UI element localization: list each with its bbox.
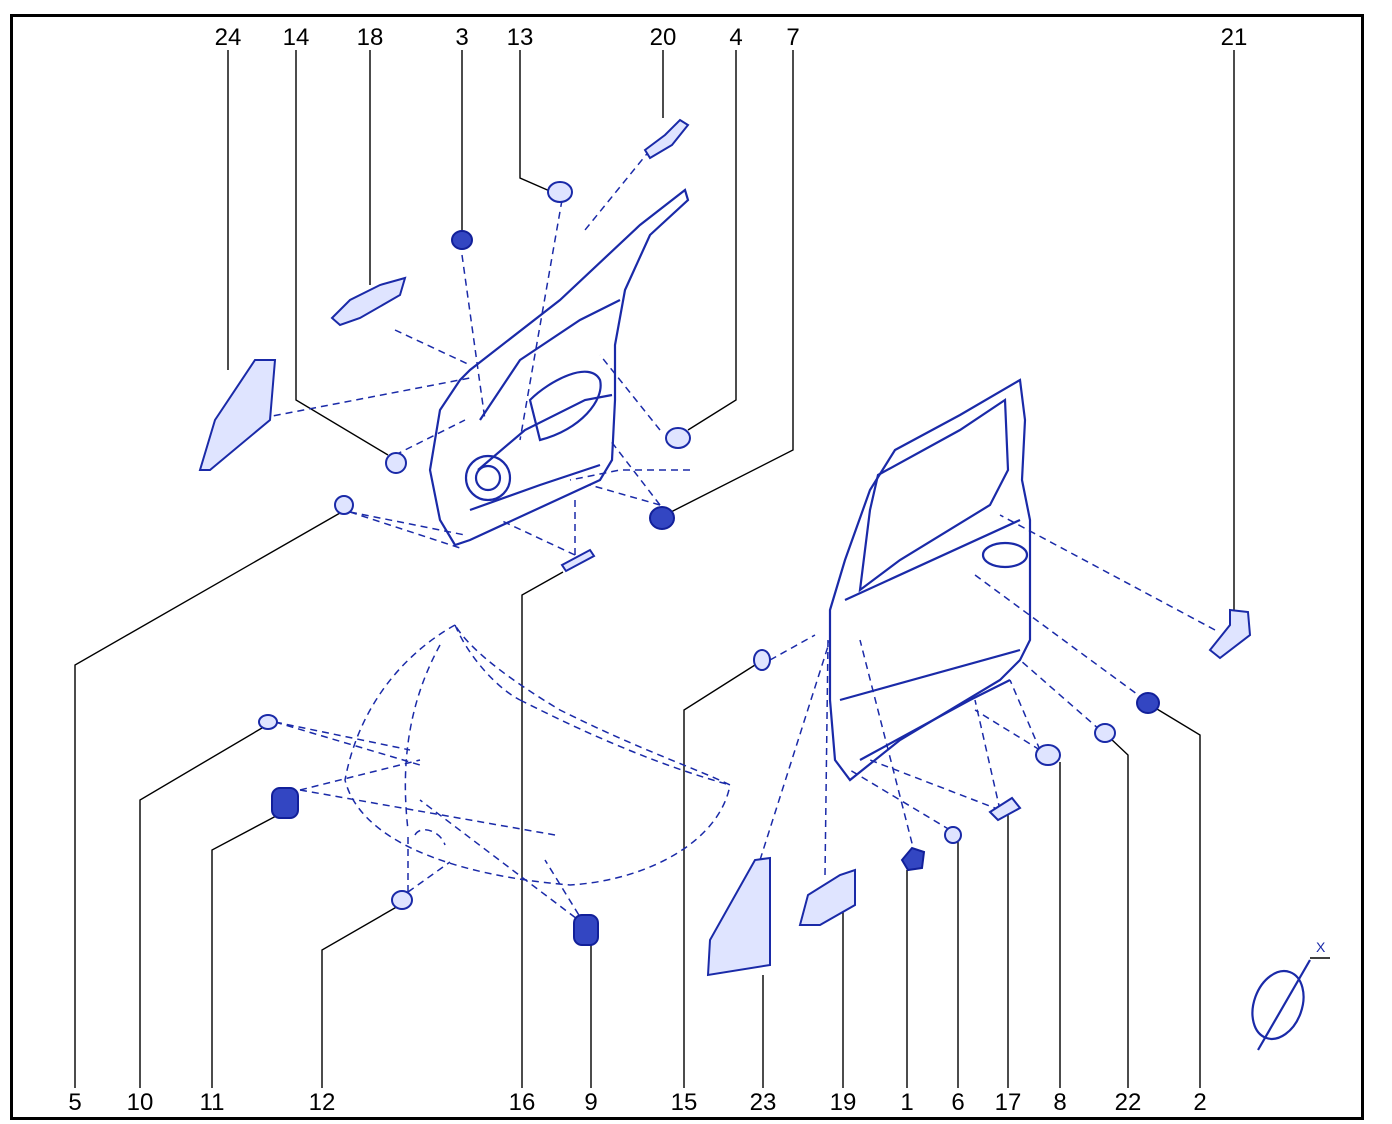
parts xyxy=(198,118,1252,977)
callout-13: 13 xyxy=(507,24,534,51)
callout-19: 19 xyxy=(830,1089,857,1116)
top-leader-lines xyxy=(227,50,1235,615)
top-callouts: 24 14 18 3 13 20 4 7 21 xyxy=(215,24,1248,51)
callout-21: 21 xyxy=(1221,24,1248,51)
callout-9: 9 xyxy=(584,1089,597,1116)
callout-7: 7 xyxy=(786,24,799,51)
part-21-hinge-clip xyxy=(1208,608,1252,660)
part-5-plug xyxy=(334,495,354,515)
hood-panel xyxy=(344,623,731,886)
callout-16: 16 xyxy=(509,1089,536,1116)
part-16-pin xyxy=(560,548,596,573)
part-24-insulation-pad xyxy=(198,359,277,471)
part-8-plug xyxy=(1035,744,1061,766)
part-3-grommet xyxy=(451,230,473,250)
part-6-ring xyxy=(944,826,962,844)
callout-12: 12 xyxy=(309,1089,336,1116)
callout-24: 24 xyxy=(215,24,242,51)
callout-6: 6 xyxy=(951,1089,964,1116)
callout-1: 1 xyxy=(900,1089,913,1116)
callout-3: 3 xyxy=(455,24,468,51)
callout-10: 10 xyxy=(127,1089,154,1116)
part-13-plug xyxy=(547,181,573,203)
rear-door-panel xyxy=(428,188,690,547)
callout-23: 23 xyxy=(750,1089,777,1116)
part-12-nut xyxy=(391,890,413,910)
callout-4: 4 xyxy=(729,24,742,51)
diagram-frame xyxy=(10,14,1364,1120)
part-4-plug xyxy=(665,427,691,449)
callout-22: 22 xyxy=(1115,1089,1142,1116)
part-14-grommet xyxy=(385,452,407,474)
part-2-grommet xyxy=(1136,692,1160,714)
callout-5: 5 xyxy=(68,1089,81,1116)
part-17-pin xyxy=(988,796,1022,822)
callout-18: 18 xyxy=(357,24,384,51)
callout-20: 20 xyxy=(650,24,677,51)
part-20-clip xyxy=(643,118,690,160)
assembly-dashed-lines xyxy=(261,149,1216,926)
part-18-handle-bracket xyxy=(330,276,407,327)
callout-11: 11 xyxy=(200,1089,225,1116)
part-10-clip xyxy=(258,714,278,730)
part-7-speaker-plug xyxy=(649,506,675,530)
part-11-bumper xyxy=(271,787,299,819)
callout-14: 14 xyxy=(283,24,310,51)
callout-17: 17 xyxy=(995,1089,1022,1116)
part-15-grommet xyxy=(753,649,771,671)
part-23-insulation-pad xyxy=(706,856,771,977)
callout-15: 15 xyxy=(671,1089,698,1116)
callout-2: 2 xyxy=(1193,1089,1206,1116)
axis-x-label: X xyxy=(1316,939,1326,955)
callout-8: 8 xyxy=(1053,1089,1066,1116)
bottom-callouts: 5 10 11 12 16 9 15 23 19 1 6 17 8 22 2 xyxy=(68,1089,1206,1116)
front-door-frame xyxy=(828,378,1032,782)
bottom-leader-lines xyxy=(74,512,1201,1088)
part-19-handle-housing xyxy=(798,868,856,926)
part-9-bumper xyxy=(573,914,599,946)
part-1-clip xyxy=(900,846,926,872)
axis-marker: X xyxy=(1251,939,1330,1051)
part-22-plug xyxy=(1094,723,1116,743)
